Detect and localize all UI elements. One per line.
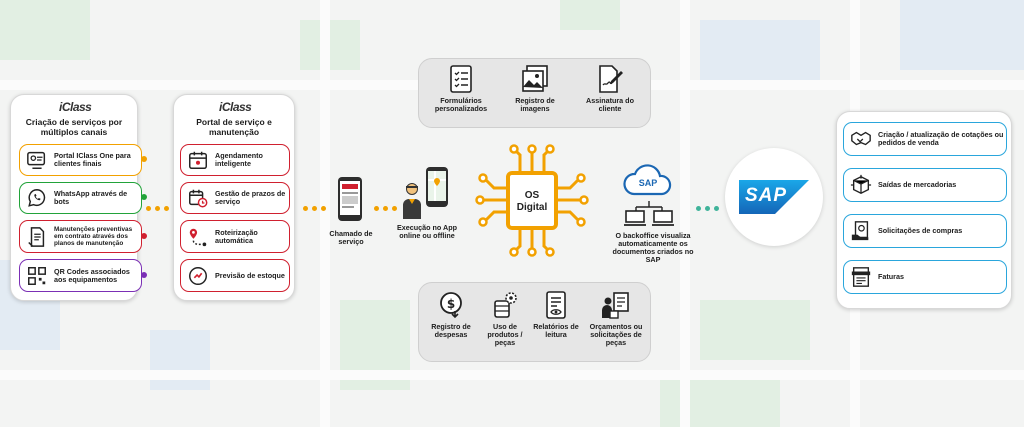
- connector-dot: [141, 194, 147, 200]
- feature-label: Gestão de prazos de serviço: [215, 189, 286, 206]
- invoice-icon: [851, 267, 871, 287]
- sap-panel: Criação / atualização de cotações ou ped…: [836, 111, 1012, 309]
- feature-reports: Relatórios de leitura: [531, 291, 581, 339]
- expense-icon: $: [440, 292, 462, 319]
- feature-item-routing[interactable]: Roteirização automática: [180, 220, 290, 253]
- sap-item-quotes[interactable]: Criação / atualização de cotações ou ped…: [843, 122, 1007, 156]
- chamado-label: Chamado de serviço: [329, 229, 373, 246]
- bottom-features-panel: $ Registro de despesas Uso de produtos /…: [418, 282, 651, 362]
- iclass-logo: iClass: [59, 100, 92, 114]
- service-portal-panel: iClass Portal de serviço e manutenção Ag…: [173, 94, 295, 301]
- connector-dots: [374, 206, 397, 211]
- calendar-clock-icon: [189, 189, 208, 208]
- feature-label: Agendamento inteligente: [215, 151, 263, 168]
- whatsapp-icon: [28, 189, 46, 207]
- channel-item-whatsapp[interactable]: WhatsApp através de bots: [19, 182, 147, 214]
- sap-logo: [739, 180, 809, 214]
- route-icon: [189, 228, 207, 246]
- feature-item-deadlines[interactable]: Gestão de prazos de serviço: [180, 182, 290, 214]
- quote-icon: [602, 292, 629, 319]
- channel-item-portal[interactable]: Portal IClass One para clientes finais: [19, 144, 147, 176]
- os-digital-label: OS Digital: [516, 190, 548, 213]
- feature-label: Assinatura do cliente: [586, 96, 634, 113]
- feature-parts: Uso de produtos / peças: [479, 291, 531, 347]
- qrcode-icon: [28, 266, 46, 285]
- feature-item-scheduling[interactable]: Agendamento inteligente: [180, 144, 290, 176]
- report-icon: [546, 291, 566, 319]
- signature-icon: [599, 65, 623, 93]
- feature-label: Orçamentos ou solicitações de peças: [589, 322, 643, 347]
- calendar-icon: [189, 151, 207, 169]
- os-digital-chip-icon: [475, 144, 589, 257]
- sap-item-label: Saídas de mercadorias: [878, 180, 957, 189]
- feature-quotes: Orçamentos ou solicitações de peças: [583, 291, 649, 347]
- portal-icon: [27, 151, 46, 169]
- stock-icon: [189, 266, 207, 285]
- boxes-icon: [850, 174, 872, 195]
- feature-label: Formulários personalizados: [434, 96, 488, 113]
- sap-item-purchases[interactable]: Solicitações de compras: [843, 214, 1007, 248]
- contract-icon: [28, 226, 45, 247]
- purchase-icon: [851, 221, 869, 241]
- sap-logo-text: SAP: [745, 185, 788, 206]
- feature-label: Previsão de estoque: [215, 270, 285, 280]
- feature-label: Uso de produtos / peças: [487, 322, 523, 347]
- connector-dots: [303, 206, 326, 211]
- feature-forms: Formulários personalizados: [427, 65, 495, 113]
- feature-item-stock[interactable]: Previsão de estoque: [180, 259, 290, 292]
- images-icon: [522, 65, 548, 92]
- channel-item-qrcode[interactable]: QR Codes associados aos equipamentos: [19, 259, 147, 292]
- feature-label: Relatórios de leitura: [533, 322, 579, 339]
- sap-cloud-icon: [623, 164, 672, 196]
- channel-label: Manutenções preventivas em contrato atra…: [54, 226, 133, 247]
- phone-icon: [338, 177, 362, 221]
- map-app-icon: [426, 167, 448, 207]
- sap-item-invoices[interactable]: Faturas: [843, 260, 1007, 294]
- feature-label: Registro de imagens: [515, 96, 555, 113]
- sap-item-label: Solicitações de compras: [878, 226, 963, 235]
- service-portal-title: Portal de serviço e manutenção: [196, 117, 272, 137]
- form-icon: [450, 65, 472, 93]
- feature-expenses: $ Registro de despesas: [423, 291, 479, 339]
- feature-signature: Assinatura do cliente: [575, 65, 645, 113]
- execucao-label: Execução no App online ou offline: [396, 223, 458, 240]
- channel-label: WhatsApp através de bots: [54, 189, 128, 206]
- channel-label: Portal IClass One para clientes finais: [54, 151, 131, 168]
- iclass-logo: iClass: [219, 100, 252, 114]
- top-features-panel: Formulários personalizados Registro de i…: [418, 58, 651, 128]
- connector-dot: [141, 156, 147, 162]
- handshake-icon: [851, 131, 871, 146]
- technician-icon: [403, 183, 421, 219]
- parts-icon: [494, 292, 517, 318]
- connector-dot: [141, 233, 147, 239]
- connector-dots: [696, 206, 719, 211]
- channel-item-contracts[interactable]: Manutenções preventivas em contrato atra…: [19, 220, 147, 253]
- svg-text:$: $: [447, 297, 455, 311]
- computers-icon: [624, 201, 674, 226]
- connector-dot: [141, 272, 147, 278]
- feature-label: Registro de despesas: [431, 322, 471, 339]
- sap-item-goods[interactable]: Saídas de mercadorias: [843, 168, 1007, 202]
- channels-panel: iClass Criação de serviços por múltiplos…: [10, 94, 147, 301]
- sap-cloud-label: SAP: [638, 178, 658, 188]
- backoffice-label: O backoffice visualiza automaticamente o…: [612, 231, 694, 264]
- feature-images: Registro de imagens: [501, 65, 569, 113]
- sap-logo-circle: SAP: [725, 148, 823, 246]
- channels-title: Criação de serviços por múltiplos canais: [25, 117, 123, 137]
- sap-item-label: Criação / atualização de cotações ou ped…: [878, 130, 1004, 147]
- channel-label: QR Codes associados aos equipamentos: [54, 266, 130, 284]
- feature-label: Roteirização automática: [215, 227, 258, 245]
- sap-item-label: Faturas: [878, 272, 904, 281]
